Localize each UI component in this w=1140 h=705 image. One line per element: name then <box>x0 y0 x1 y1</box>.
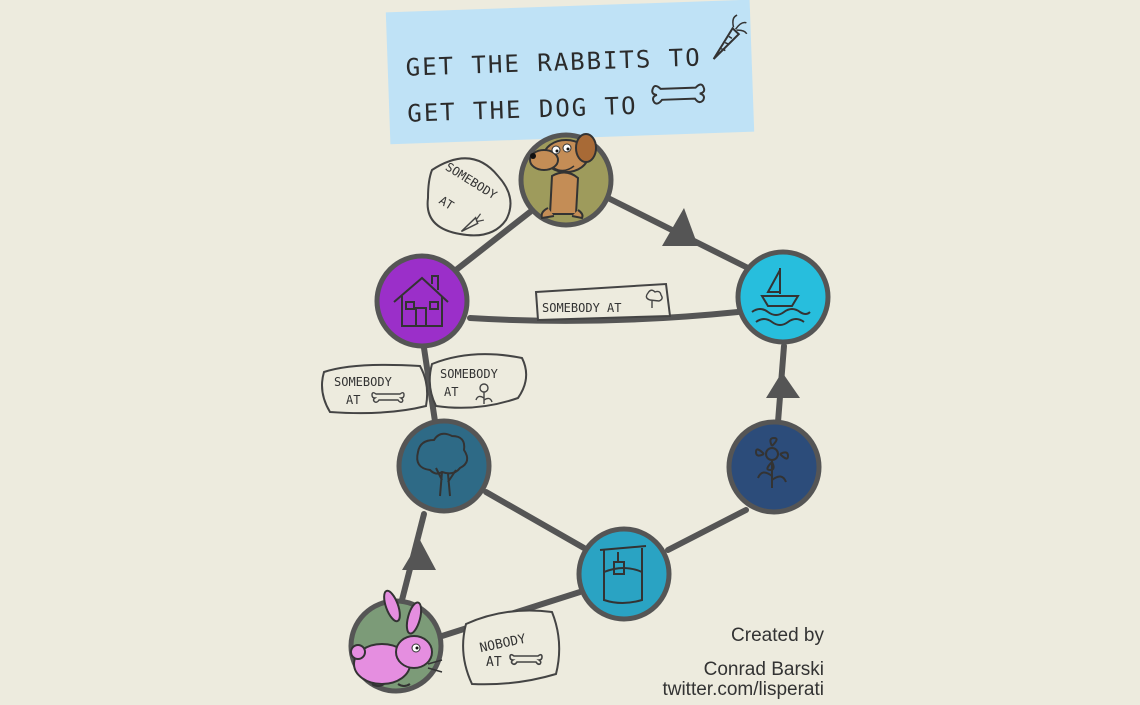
edge-label-house-boat: SOMEBODY AT <box>534 282 672 322</box>
edge-label-house-tree-right-line1: SOMEBODY <box>440 367 499 381</box>
edge-label-dog-house: SOMEBODY AT <box>426 157 512 237</box>
edge-label-house-tree-right-line2: AT <box>444 385 458 399</box>
node-tree[interactable] <box>396 418 492 514</box>
goal-note: GET THE RABBITS TO GET THE DOG TO <box>385 0 755 145</box>
edge-label-house-tree-right: SOMEBODY AT <box>428 353 528 409</box>
arrow-rabbit-to-tree <box>402 540 436 570</box>
edge-label-dog-house-line2: AT <box>437 193 457 213</box>
node-rabbit[interactable] <box>348 589 444 694</box>
house-icon <box>393 275 449 327</box>
rabbit-icon <box>350 589 443 687</box>
carrot-icon <box>712 14 748 60</box>
edge-dog-house <box>453 209 533 273</box>
credits-created-by: Created by <box>731 625 824 646</box>
tree-icon <box>645 289 663 308</box>
edge-label-house-tree-left: SOMEBODY AT <box>321 363 429 415</box>
boat-icon <box>751 268 811 326</box>
node-well[interactable] <box>576 526 672 622</box>
node-house[interactable] <box>374 253 470 349</box>
edge-label-house-tree-left-line2: AT <box>346 393 360 407</box>
flower-icon <box>475 383 493 404</box>
node-flower[interactable] <box>726 419 822 515</box>
tree-icon <box>416 432 469 497</box>
arrow-flower-to-boat <box>766 372 800 398</box>
edge-label-rabbit-well: NOBODY AT <box>462 609 561 686</box>
flower-icon <box>754 436 790 488</box>
node-house-circle[interactable] <box>374 253 470 349</box>
edge-label-house-tree-left-line1: SOMEBODY <box>334 375 393 389</box>
edge-house-boat <box>467 309 741 324</box>
bone-icon <box>651 83 706 105</box>
well-icon <box>599 545 647 604</box>
credits-author: Conrad Barski <box>703 659 824 680</box>
node-boat[interactable] <box>735 249 831 345</box>
dog-icon <box>529 133 597 220</box>
bone-icon <box>371 392 405 403</box>
arrows <box>402 208 800 570</box>
carrot-icon <box>460 213 485 233</box>
edge-label-house-boat-text: SOMEBODY AT <box>542 301 621 315</box>
edge-tree-well <box>483 489 587 551</box>
node-dog[interactable] <box>518 132 614 228</box>
credits-twitter: twitter.com/lisperati <box>662 679 824 700</box>
credits: Created by Conrad Barski twitter.com/lis… <box>662 626 824 700</box>
edge-flower-well <box>665 507 749 553</box>
arrow-dog-to-boat <box>662 208 698 246</box>
bone-icon <box>509 653 543 666</box>
edge-label-rabbit-well-line2: AT <box>486 655 502 670</box>
